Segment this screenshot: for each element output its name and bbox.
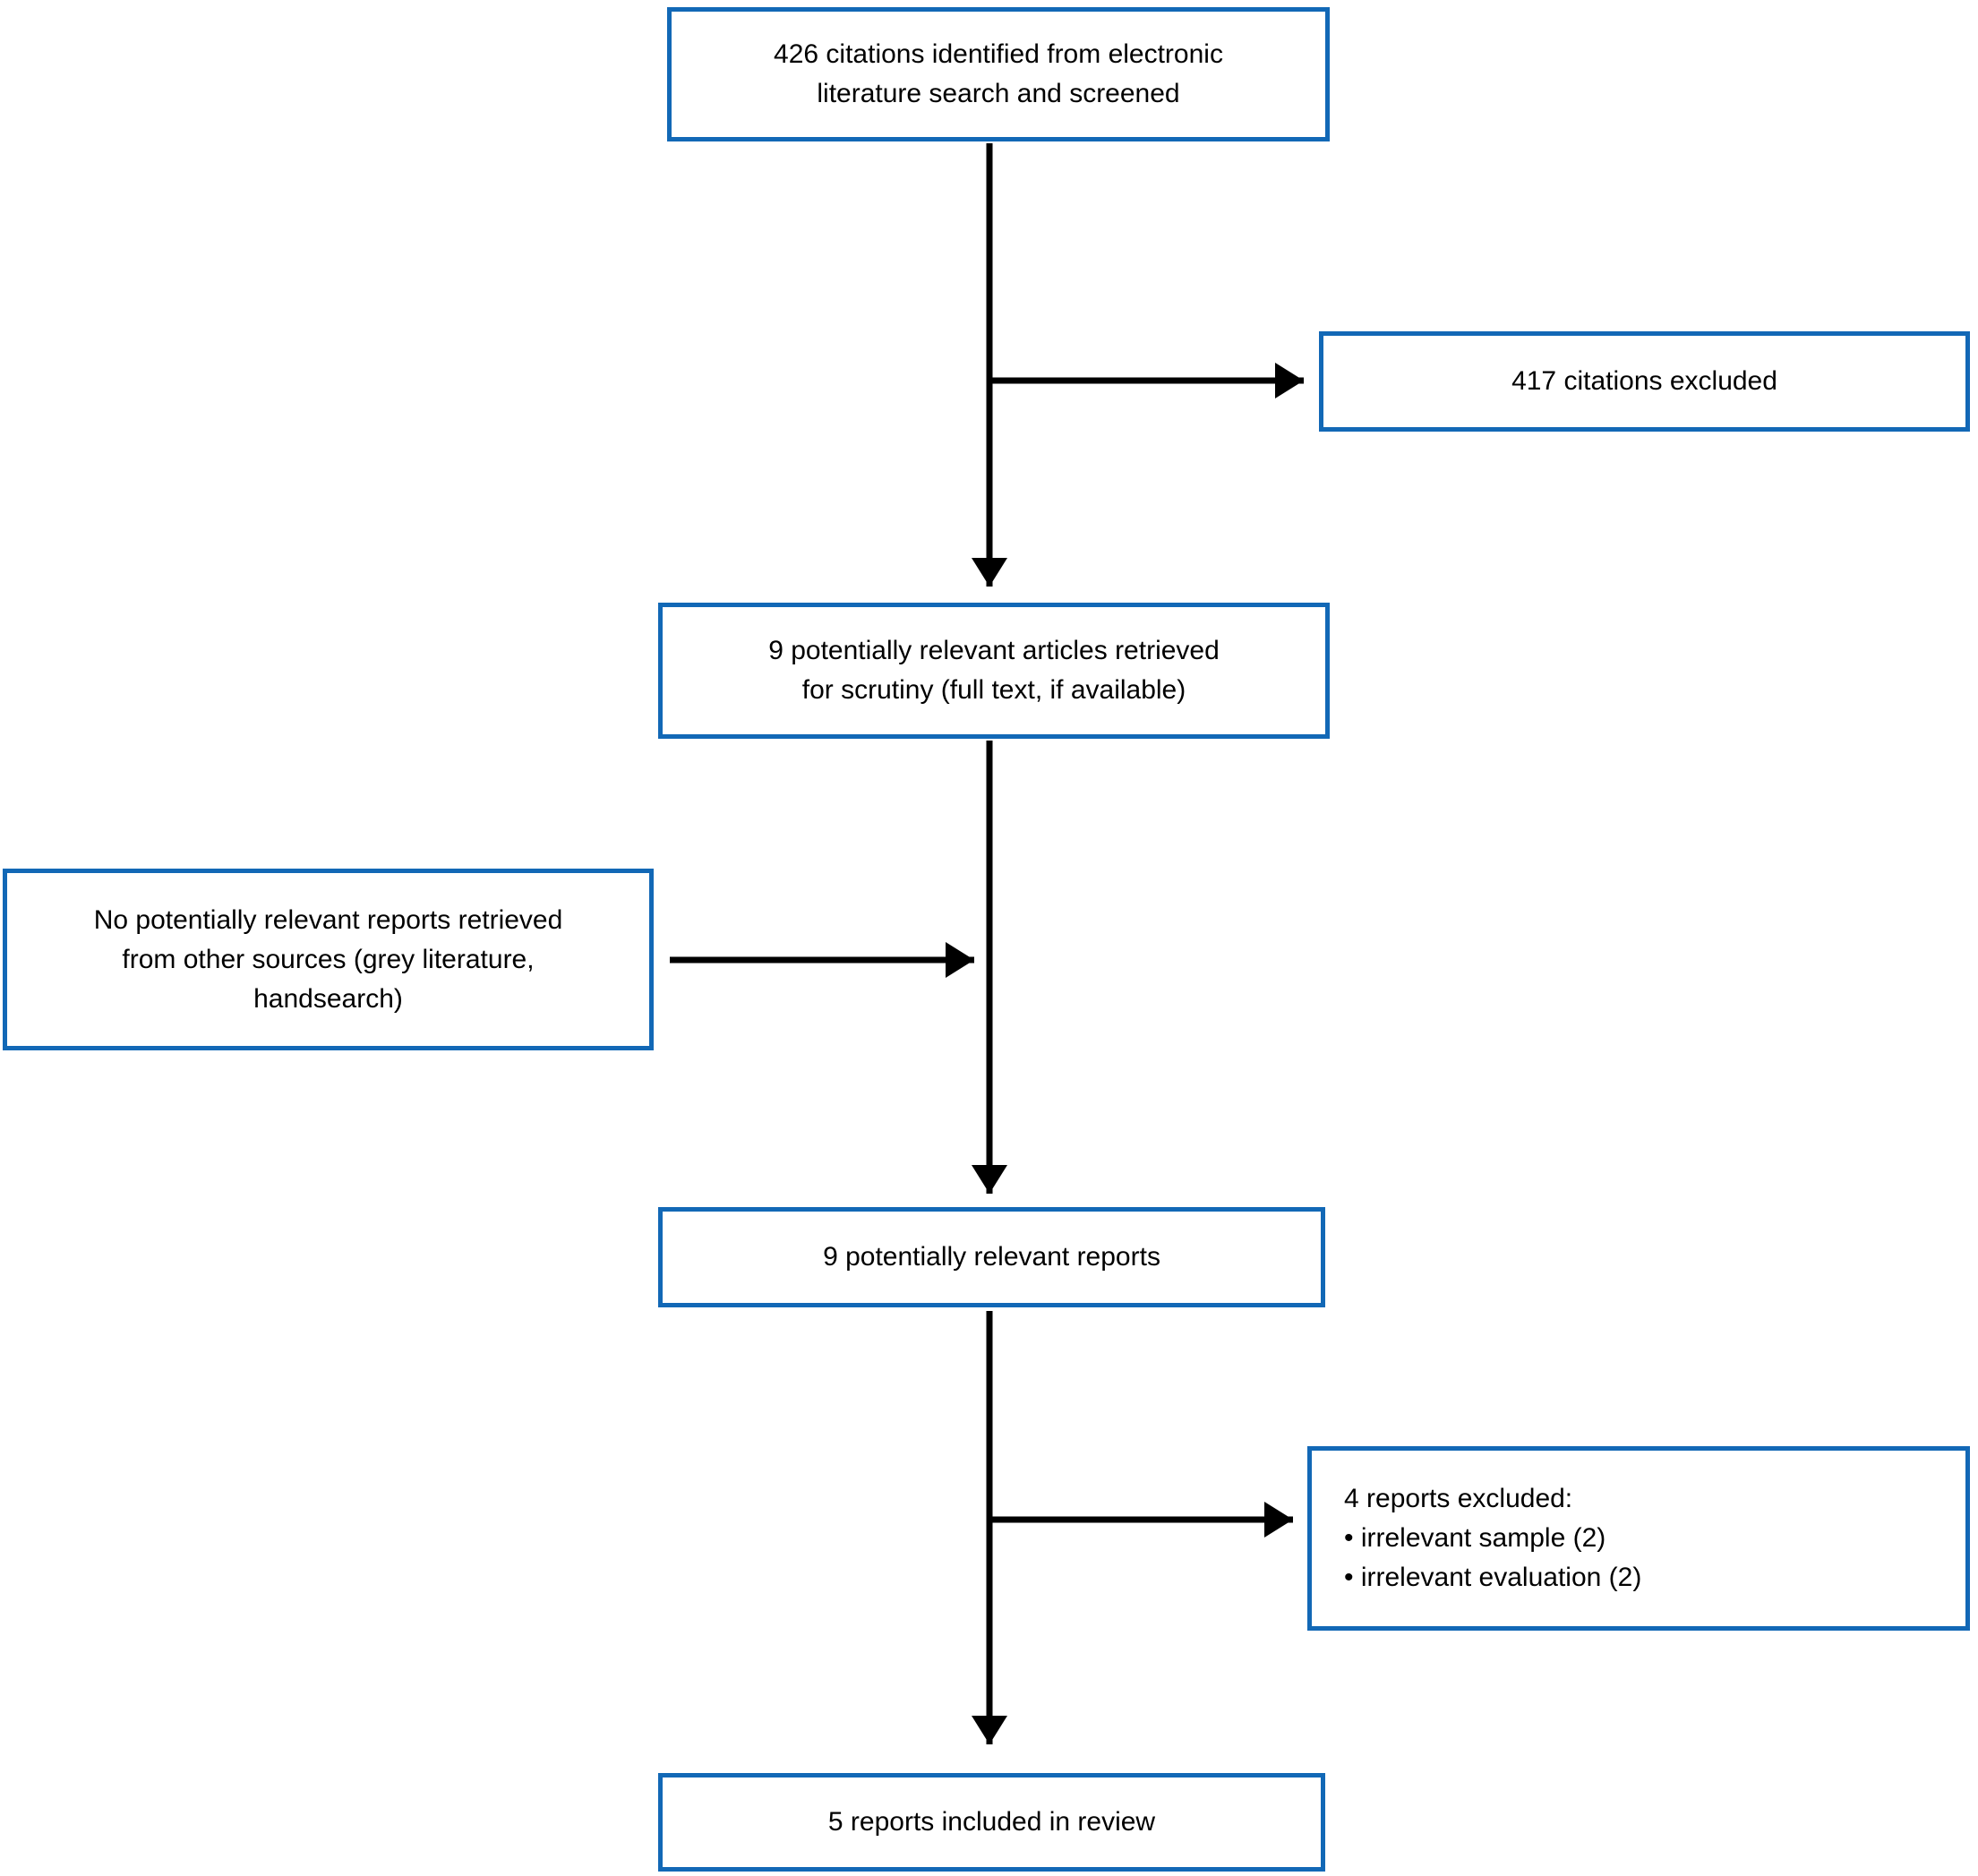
box-relevant-reports-line1: 9 potentially relevant reports <box>823 1242 1160 1272</box>
box-articles-retrieved-line2: for scrutiny (full text, if available) <box>801 675 1186 705</box>
box-other-sources-line1: No potentially relevant reports retrieve… <box>93 904 563 935</box>
box-other-sources: No potentially relevant reports retrieve… <box>3 869 654 1050</box>
box-reports-excluded: 4 reports excluded: • irrelevant sample … <box>1307 1446 1970 1631</box>
box-other-sources-line2: from other sources (grey literature, <box>122 944 535 974</box>
box-reports-included: 5 reports included in review <box>658 1773 1325 1872</box>
box-citations-identified-line1: 426 citations identified from electronic <box>774 39 1223 69</box>
box-reports-excluded-bullet1: • irrelevant sample (2) <box>1344 1523 1606 1553</box>
box-citations-excluded-line1: 417 citations excluded <box>1511 366 1777 396</box>
box-articles-retrieved: 9 potentially relevant articles retrieve… <box>658 603 1330 739</box>
box-reports-excluded-line1: 4 reports excluded: <box>1344 1484 1573 1513</box>
box-citations-identified: 426 citations identified from electronic… <box>667 7 1330 141</box>
box-relevant-reports: 9 potentially relevant reports <box>658 1207 1325 1307</box>
box-reports-included-line1: 5 reports included in review <box>827 1807 1156 1837</box>
box-citations-identified-line2: literature search and screened <box>817 79 1180 108</box>
box-citations-excluded: 417 citations excluded <box>1319 331 1970 432</box>
box-other-sources-line3: handsearch) <box>253 983 403 1014</box>
box-reports-excluded-bullet2: • irrelevant evaluation (2) <box>1344 1563 1642 1592</box>
box-articles-retrieved-line1: 9 potentially relevant articles retrieve… <box>768 636 1220 665</box>
